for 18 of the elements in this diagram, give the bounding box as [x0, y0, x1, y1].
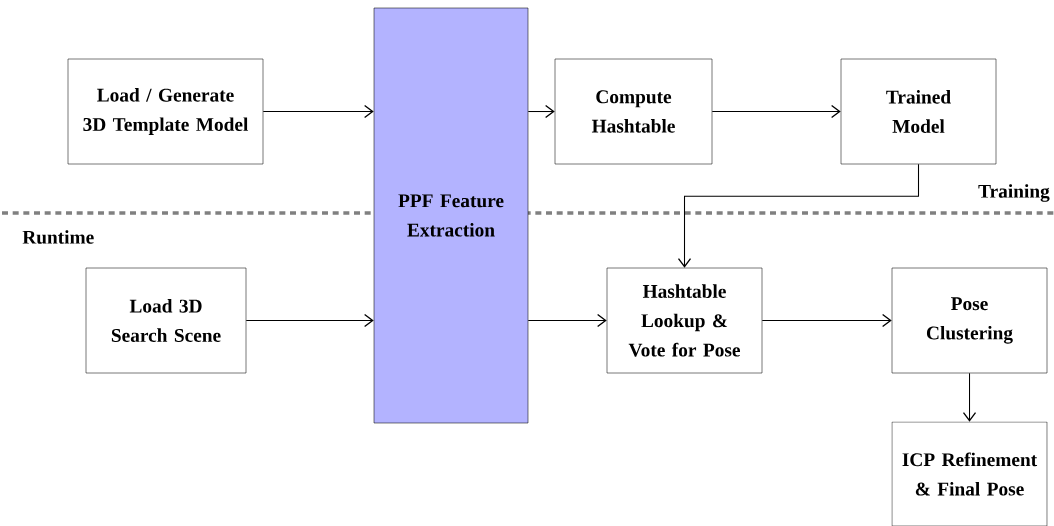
section-label: Training	[978, 184, 1050, 202]
feature-extraction-box: PPF Feature Extraction	[373, 7, 529, 424]
process-box: Pose Clustering	[891, 267, 1048, 374]
arrow	[245, 313, 374, 328]
arrow	[527, 313, 607, 328]
process-box: Compute Hashtable	[554, 58, 713, 165]
arrow	[711, 104, 841, 119]
arrow	[962, 372, 977, 422]
section-label: Runtime	[22, 230, 94, 244]
arrow	[262, 104, 374, 119]
arrow	[527, 104, 555, 119]
arrow	[761, 313, 892, 328]
arrow	[677, 163, 920, 268]
process-box: Load / Generate 3D Template Model	[67, 58, 264, 165]
process-box: Trained Model	[840, 58, 997, 165]
process-box: Hashtable Lookup & Vote for Pose	[606, 267, 763, 374]
process-box: Load 3D Search Scene	[85, 267, 247, 374]
process-box: ICP Refinement & Final Pose	[891, 421, 1048, 526]
